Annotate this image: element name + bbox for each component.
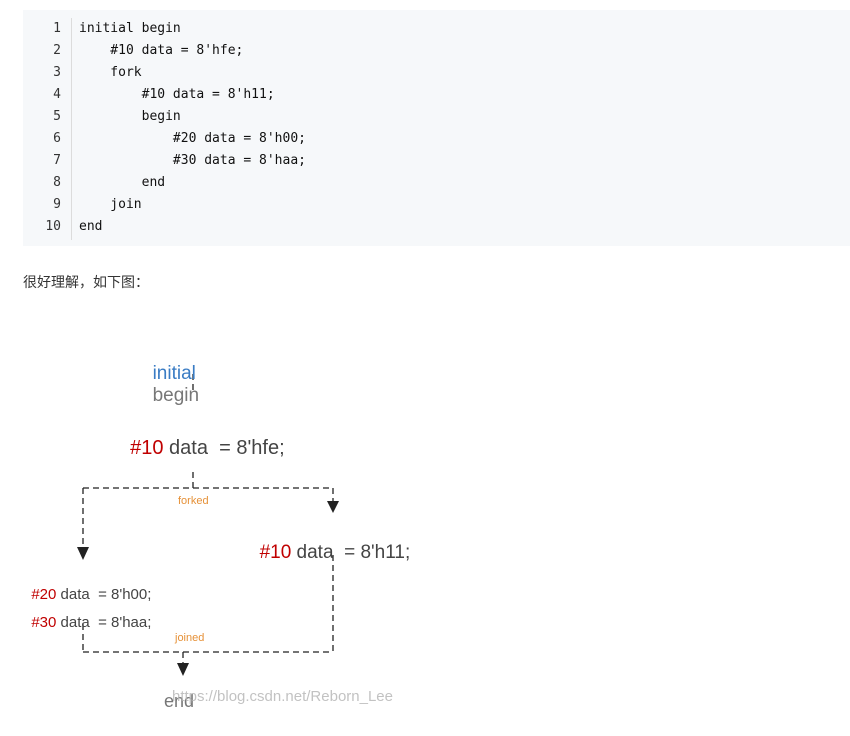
code-text: join: [79, 197, 142, 212]
statement-h00: #20 data = 8'h00;: [23, 569, 151, 603]
line-number: 1: [53, 21, 61, 36]
initial-keyword: initial: [152, 363, 196, 384]
line-number: 9: [53, 197, 61, 212]
watermark-text: https://blog.csdn.net/Reborn_Lee: [172, 688, 393, 705]
statement-text: data = 8'hfe;: [163, 437, 285, 459]
code-text: end: [79, 175, 166, 190]
code-text: #30 data = 8'haa;: [79, 153, 306, 168]
code-text: fork: [79, 65, 142, 80]
line-number: 4: [53, 87, 61, 102]
statement-h11: #10 data = 8'h11;: [249, 520, 411, 564]
end-keyword: end: [164, 691, 195, 711]
line-number: 10: [45, 219, 61, 234]
arrow-right-branch-icon: [327, 501, 339, 513]
statement-hfe: #10 data = 8'hfe;: [119, 414, 285, 460]
arrow-end-icon: [177, 663, 189, 676]
code-block: 1 initial begin 2 #10 data = 8'hfe; 3 fo…: [23, 10, 850, 246]
forked-label: forked: [178, 495, 209, 507]
code-text: #20 data = 8'h00;: [79, 131, 306, 146]
delay-10: #10: [259, 542, 292, 563]
line-number: 6: [53, 131, 61, 146]
code-line: 1 initial begin: [23, 18, 850, 40]
statement-text: data = 8'h11;: [291, 542, 411, 563]
code-line: 3 fork: [23, 62, 850, 84]
statement-text: data = 8'h00;: [56, 586, 152, 603]
code-text: begin: [79, 109, 181, 124]
delay-20: #20: [31, 586, 57, 603]
line-number: 8: [53, 175, 61, 190]
arrow-left-branch-icon: [77, 547, 89, 560]
code-line: 7 #30 data = 8'haa;: [23, 150, 850, 172]
code-line: 2 #10 data = 8'hfe;: [23, 40, 850, 62]
statement-text: data = 8'haa;: [56, 614, 152, 631]
code-text: #10 data = 8'hfe;: [79, 43, 244, 58]
code-line: 5 begin: [23, 106, 850, 128]
delay-30: #30: [31, 614, 57, 631]
line-number: 2: [53, 43, 61, 58]
caption-text: 很好理解，如下图：: [23, 275, 149, 291]
code-line: 8 end: [23, 172, 850, 194]
code-text: #10 data = 8'h11;: [79, 87, 275, 102]
statement-haa: #30 data = 8'haa;: [23, 597, 151, 631]
code-line: 4 #10 data = 8'h11;: [23, 84, 850, 106]
line-number: 3: [53, 65, 61, 80]
line-number: 5: [53, 109, 61, 124]
begin-keyword: begin: [152, 385, 200, 406]
initial-begin-label: initial begin: [142, 341, 200, 407]
line-number: 7: [53, 153, 61, 168]
line-number-gutter-divider: [71, 18, 72, 240]
code-text: end: [79, 219, 103, 234]
code-line: 9 join: [23, 194, 850, 216]
joined-label: joined: [175, 632, 205, 644]
code-text: initial begin: [79, 21, 181, 36]
code-line: 6 #20 data = 8'h00;: [23, 128, 850, 150]
code-line: 10 end: [23, 216, 850, 238]
delay-10: #10: [130, 437, 164, 459]
